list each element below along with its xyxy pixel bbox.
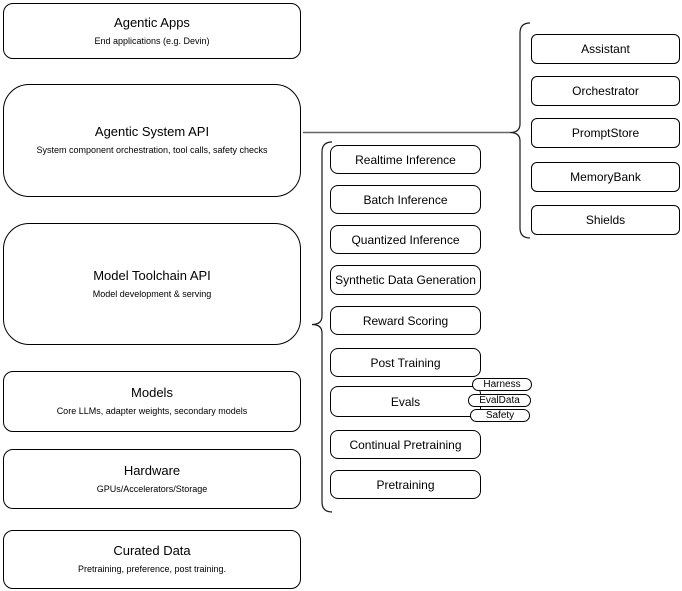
toolchain-item-post-training: Post Training — [330, 348, 481, 377]
tag-evaldata: EvalData — [468, 394, 531, 407]
box-subtitle: Pretraining, preference, post training. — [77, 564, 227, 575]
box-model-toolchain-api: Model Toolchain API Model development & … — [3, 223, 301, 345]
box-title: Agentic System API — [94, 124, 210, 140]
box-agentic-apps: Agentic Apps End applications (e.g. Devi… — [3, 3, 301, 59]
component-promptstore: PromptStore — [531, 118, 680, 148]
toolchain-item-continual-pretraining: Continual Pretraining — [330, 430, 481, 459]
tag-safety: Safety — [470, 409, 530, 422]
toolchain-group-brace-icon — [311, 141, 333, 513]
component-assistant: Assistant — [531, 34, 680, 64]
box-title: Hardware — [123, 462, 181, 478]
box-title: Model Toolchain API — [93, 267, 211, 283]
tag-harness: Harness — [472, 378, 532, 391]
box-hardware: Hardware GPUs/Accelerators/Storage — [3, 449, 301, 509]
component-shields: Shields — [531, 205, 680, 235]
box-title: Agentic Apps — [114, 14, 190, 30]
box-title: Curated Data — [113, 543, 191, 559]
box-curated-data: Curated Data Pretraining, preference, po… — [3, 530, 301, 589]
component-memorybank: MemoryBank — [531, 162, 680, 192]
box-agentic-system-api: Agentic System API System component orch… — [3, 84, 301, 197]
box-models: Models Core LLMs, adapter weights, secon… — [3, 371, 301, 432]
box-subtitle: Model development & serving — [92, 288, 212, 299]
box-subtitle: End applications (e.g. Devin) — [94, 35, 210, 46]
box-subtitle: System component orchestration, tool cal… — [36, 145, 268, 156]
components-group-brace-icon — [509, 22, 531, 239]
toolchain-item-quantized-inference: Quantized Inference — [330, 225, 481, 254]
toolchain-item-pretraining: Pretraining — [330, 470, 481, 499]
toolchain-item-reward-scoring: Reward Scoring — [330, 306, 481, 335]
toolchain-item-batch-inference: Batch Inference — [330, 185, 481, 214]
toolchain-item-realtime-inference: Realtime Inference — [330, 145, 481, 174]
component-orchestrator: Orchestrator — [531, 76, 680, 106]
toolchain-item-synthetic-data-generation: Synthetic Data Generation — [330, 265, 481, 295]
box-title: Models — [131, 385, 173, 401]
box-subtitle: GPUs/Accelerators/Storage — [96, 483, 208, 494]
toolchain-item-evals: Evals — [330, 386, 481, 417]
box-subtitle: Core LLMs, adapter weights, secondary mo… — [56, 406, 248, 417]
